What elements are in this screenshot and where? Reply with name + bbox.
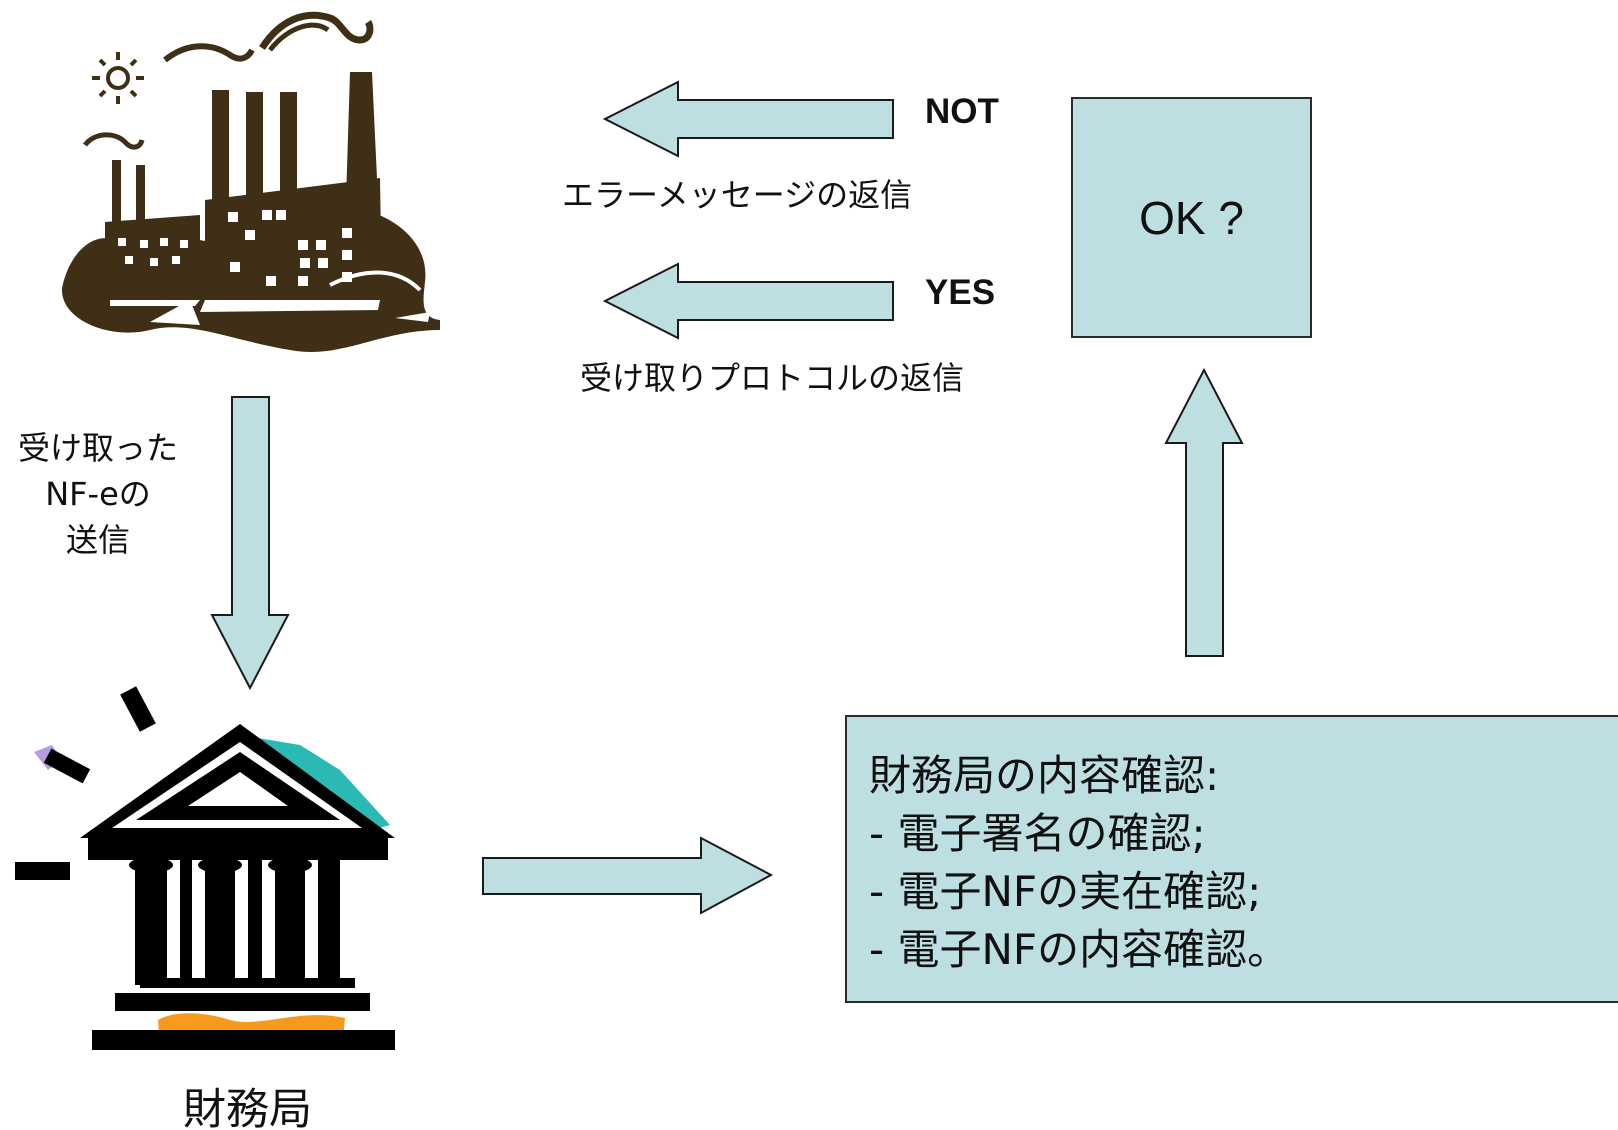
check-title: 財務局の内容確認:: [869, 751, 1220, 800]
label-error-reply: エラーメッセージの返信: [562, 176, 913, 214]
label-sent-nfe: 受け取った NF-eの 送信: [8, 425, 188, 563]
label-sent-line-2: NF-eの: [45, 475, 151, 513]
check-item-signature: - 電子署名の確認;: [869, 809, 1206, 858]
arrow-to-check: [482, 836, 774, 915]
arrow-to-ok: [1164, 367, 1244, 657]
check-item-existence: - 電子NFの実在確認;: [869, 867, 1262, 916]
ok-decision-box: OK ?: [1071, 97, 1312, 338]
label-treasury: 財務局: [183, 1085, 312, 1130]
label-yes: YES: [925, 273, 996, 312]
label-sent-line-3: 送信: [65, 521, 130, 559]
arrow-send-down: [210, 396, 290, 691]
check-item-content: - 電子NFの内容確認。: [869, 925, 1290, 974]
arrow-yes-reply: [602, 262, 894, 340]
factory-icon: [61, 11, 440, 353]
ok-decision-text: OK ?: [1139, 191, 1244, 244]
treasury-building-icon: [15, 686, 395, 1050]
label-not: NOT: [925, 92, 999, 131]
treasury-check-box: 財務局の内容確認: - 電子署名の確認; - 電子NFの実在確認; - 電子NF…: [845, 715, 1618, 1003]
label-receipt-reply: 受け取りプロトコルの返信: [580, 359, 965, 397]
arrow-not-reply: [602, 80, 894, 158]
label-sent-line-1: 受け取った: [17, 429, 178, 467]
